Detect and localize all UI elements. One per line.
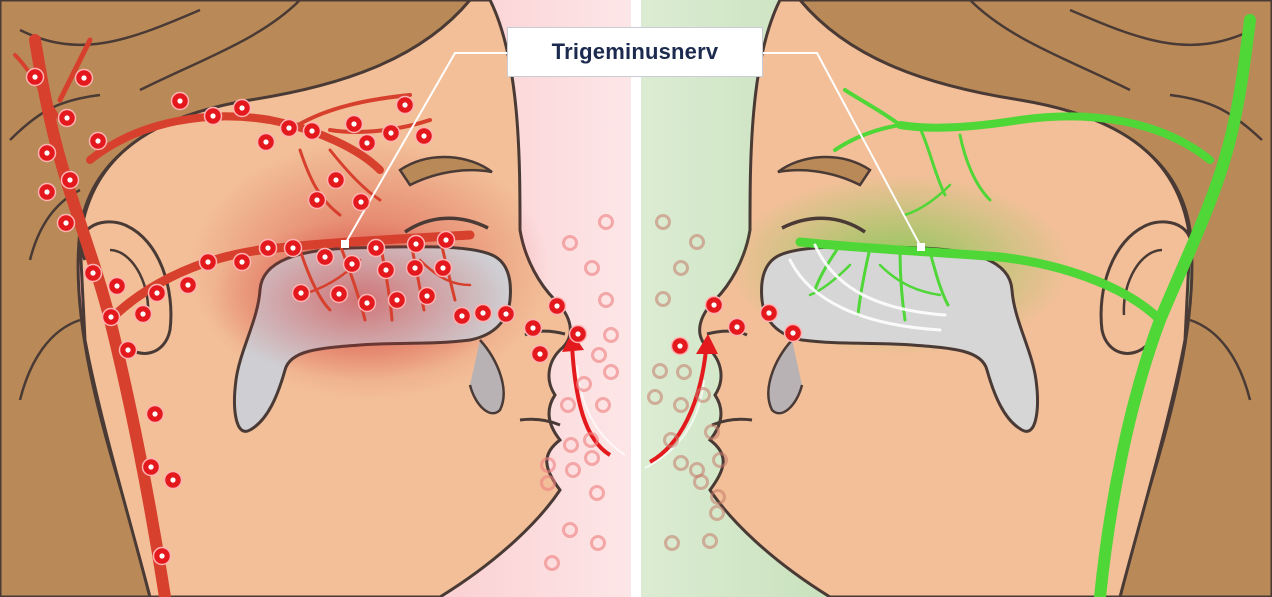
irritant-particle-icon bbox=[326, 170, 346, 190]
irritant-particle-icon bbox=[232, 252, 252, 272]
irritant-particle-icon bbox=[433, 258, 453, 278]
right-panel-calm bbox=[641, 0, 1272, 597]
irritant-particle-icon bbox=[496, 304, 516, 324]
irritant-particle-icon bbox=[74, 68, 94, 88]
irritant-particle-icon bbox=[473, 303, 493, 323]
irritant-particle-icon bbox=[37, 143, 57, 163]
irritant-particle-icon bbox=[727, 317, 747, 337]
irritant-particle-icon bbox=[406, 234, 426, 254]
irritant-particle-icon bbox=[198, 252, 218, 272]
irritant-particle-icon bbox=[414, 126, 434, 146]
inhale-arrow-icon bbox=[570, 344, 612, 457]
irritant-particle-icon bbox=[530, 344, 550, 364]
irritant-particle-icon bbox=[329, 284, 349, 304]
irritant-particle-icon bbox=[145, 404, 165, 424]
irritant-particle-icon bbox=[178, 275, 198, 295]
irritant-particle-icon bbox=[387, 290, 407, 310]
irritant-particle-icon bbox=[357, 133, 377, 153]
irritant-particle-icon bbox=[57, 108, 77, 128]
inhale-arrow-icon bbox=[649, 349, 708, 464]
irritant-particle-icon bbox=[203, 106, 223, 126]
irritant-particle-icon bbox=[395, 95, 415, 115]
irritant-particle-icon bbox=[342, 254, 362, 274]
irritant-particle-icon bbox=[37, 182, 57, 202]
irritant-particle-icon bbox=[344, 114, 364, 134]
irritant-particle-icon bbox=[88, 131, 108, 151]
irritant-particle-icon bbox=[25, 67, 45, 87]
irritant-particle-icon bbox=[56, 213, 76, 233]
irritant-particle-icon bbox=[283, 238, 303, 258]
irritant-particle-icon bbox=[256, 132, 276, 152]
irritant-particle-icon bbox=[315, 247, 335, 267]
irritant-particle-icon bbox=[307, 190, 327, 210]
left-panel-irritated bbox=[0, 0, 631, 597]
irritant-particle-icon bbox=[258, 238, 278, 258]
irritant-particle-icon bbox=[436, 230, 456, 250]
irritant-particle-icon bbox=[547, 296, 567, 316]
irritant-particle-icon bbox=[381, 123, 401, 143]
irritant-particle-icon bbox=[376, 260, 396, 280]
irritant-particle-icon bbox=[141, 457, 161, 477]
irritant-particle-icon bbox=[147, 283, 167, 303]
irritant-particle-icon bbox=[351, 192, 371, 212]
irritant-particle-icon bbox=[366, 238, 386, 258]
irritant-particle-icon bbox=[302, 121, 322, 141]
irritant-particle-icon bbox=[163, 470, 183, 490]
irritant-particle-icon bbox=[83, 263, 103, 283]
irritant-particle-icon bbox=[759, 303, 779, 323]
irritant-particle-icon bbox=[60, 170, 80, 190]
irritant-particle-icon bbox=[452, 306, 472, 326]
irritant-particle-icon bbox=[568, 324, 588, 344]
irritant-particle-icon bbox=[417, 286, 437, 306]
irritant-particle-icon bbox=[107, 276, 127, 296]
irritant-particle-icon bbox=[357, 293, 377, 313]
irritant-particle-icon bbox=[704, 295, 724, 315]
irritant-particle-icon bbox=[133, 304, 153, 324]
irritant-particle-icon bbox=[118, 340, 138, 360]
irritant-particle-icon bbox=[232, 98, 252, 118]
nerve-label: Trigeminusnerv bbox=[507, 27, 763, 77]
nerve-label-text: Trigeminusnerv bbox=[551, 39, 719, 64]
irritant-particle-icon bbox=[783, 323, 803, 343]
irritant-particle-icon bbox=[170, 91, 190, 111]
irritant-particle-icon bbox=[279, 118, 299, 138]
irritant-particle-icon bbox=[405, 258, 425, 278]
irritant-particle-icon bbox=[523, 318, 543, 338]
panel-divider bbox=[631, 0, 641, 597]
irritant-particle-icon bbox=[152, 546, 172, 566]
irritant-particle-icon bbox=[101, 307, 121, 327]
irritant-particle-icon bbox=[291, 283, 311, 303]
calm-wave-icon bbox=[788, 243, 947, 332]
irritant-particle-icon bbox=[670, 336, 690, 356]
